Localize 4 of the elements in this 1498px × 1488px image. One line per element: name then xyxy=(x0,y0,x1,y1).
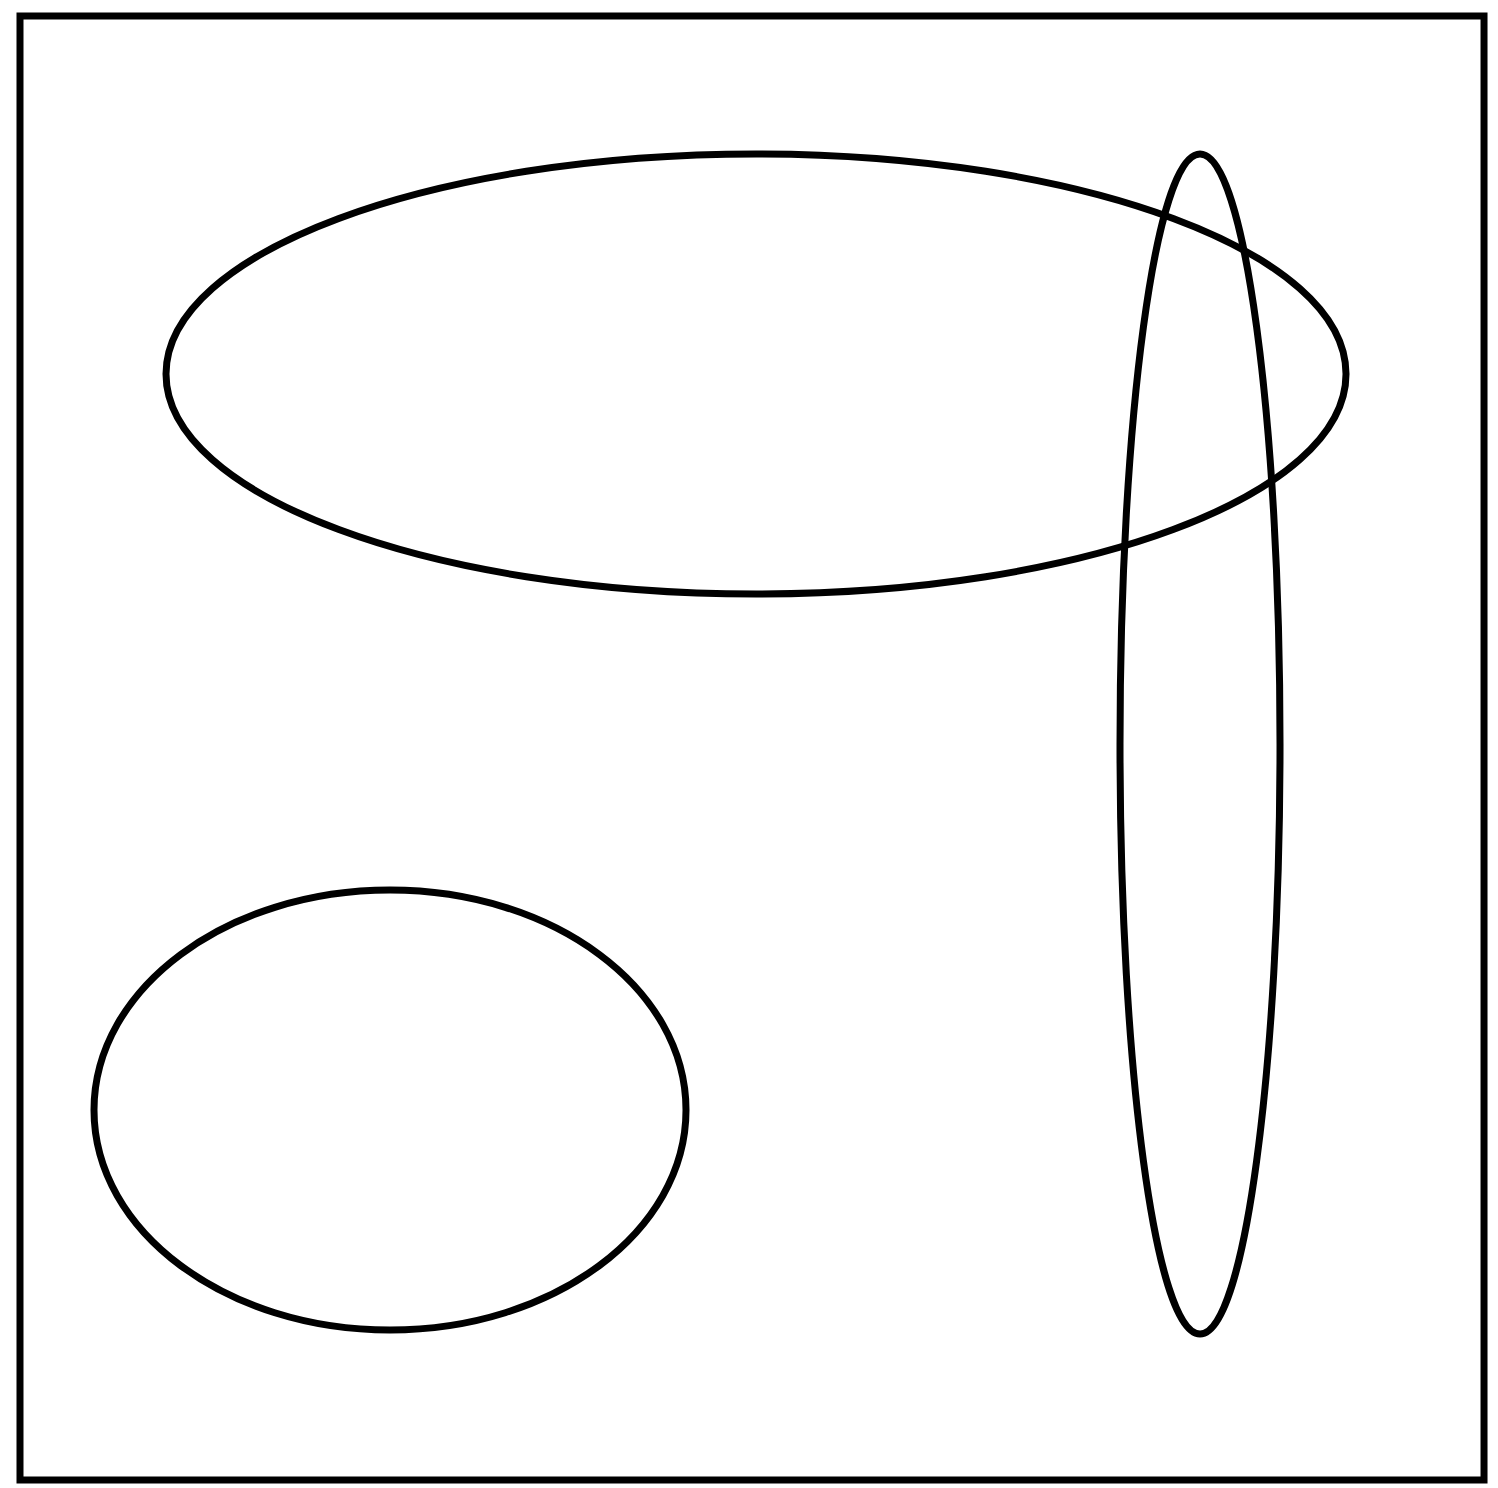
square-frame xyxy=(16,12,1488,1484)
ellipse xyxy=(1116,150,1284,1338)
ellipse xyxy=(162,150,1350,598)
ellipse xyxy=(90,886,690,1334)
